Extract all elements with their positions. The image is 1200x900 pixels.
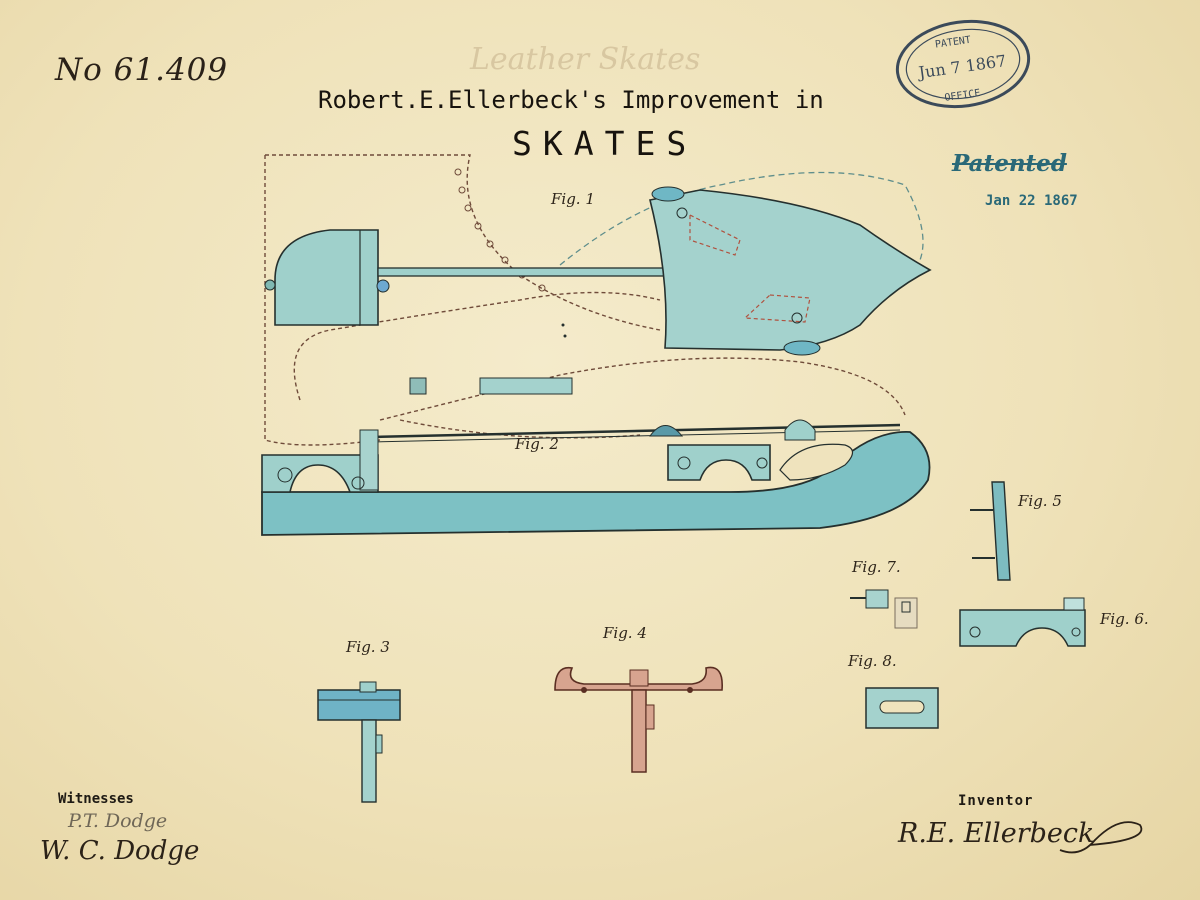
toe-plate-slots xyxy=(689,214,811,323)
toe-lug-top xyxy=(651,186,685,202)
signature-flourish xyxy=(1059,821,1143,854)
toe-stock xyxy=(667,444,771,481)
rod-nut xyxy=(376,279,390,293)
heel-post xyxy=(359,429,379,491)
patented-stamp-label: Patented xyxy=(952,150,1067,177)
toe-screw-1 xyxy=(676,207,688,219)
patent-office-stamp: PATENT Jun 7 1867 OFFICE xyxy=(895,19,1031,109)
loose-part-bar xyxy=(479,377,573,395)
subject-pencil-note: Leather Skates xyxy=(470,42,701,77)
fig1-label: Fig. 1 xyxy=(551,190,595,208)
heel-screw-2 xyxy=(351,476,365,490)
heel-screw-1 xyxy=(277,467,293,483)
fig4-clamp xyxy=(554,666,723,691)
fig4-label: Fig. 4 xyxy=(603,624,647,642)
fig3-label: Fig. 3 xyxy=(346,638,390,656)
fig6-label: Fig. 6. xyxy=(1100,610,1149,628)
loose-part-block xyxy=(409,377,427,395)
toe-lug-bottom xyxy=(783,340,821,356)
witness-signature-2: W. C. Dodge xyxy=(40,836,200,866)
patented-stamp-date: Jan 22 1867 xyxy=(985,193,1078,209)
fig8-slot xyxy=(879,700,925,714)
inventor-signature: R.E. Ellerbeck xyxy=(898,818,1095,849)
inventor-label: Inventor xyxy=(958,793,1034,809)
blade-heel-hole xyxy=(779,443,854,481)
stamp-top-text: PATENT xyxy=(934,35,971,51)
fig5-label: Fig. 5 xyxy=(1018,492,1062,510)
fig3-blade xyxy=(361,719,377,803)
toe-dashed-line xyxy=(559,171,924,271)
fig5-part xyxy=(991,481,1011,581)
toe-screw-4 xyxy=(756,457,768,469)
witness-signature-1: P.T. Dodge xyxy=(68,810,168,832)
fig6-stock xyxy=(959,609,1086,647)
stamp-date-text: Jun 7 1867 xyxy=(915,51,1007,82)
toe-plate xyxy=(649,189,932,351)
connecting-rod xyxy=(377,267,671,277)
patent-title: Robert.E.Ellerbeck's Improvement in xyxy=(318,86,824,114)
witnesses-label: Witnesses xyxy=(58,791,134,807)
fig3-clamp xyxy=(317,689,401,721)
patent-number: No 61.409 xyxy=(55,52,229,88)
fig7-label: Fig. 7. xyxy=(852,558,901,576)
heel-stud xyxy=(264,279,276,291)
fig8-label: Fig. 8. xyxy=(848,652,897,670)
fig8-plate xyxy=(865,687,939,729)
toe-screw-3 xyxy=(677,456,691,470)
stamp-bottom-text: OFFICE xyxy=(944,88,981,104)
skate-blade xyxy=(261,431,931,536)
heel-stock xyxy=(261,454,379,493)
toe-clip-front xyxy=(649,425,684,437)
fig7-part-b xyxy=(894,597,918,629)
fig7-part-a xyxy=(865,589,889,609)
blade-top-rail xyxy=(369,423,901,439)
fig4-blade xyxy=(631,689,647,773)
toe-clip-rear xyxy=(784,419,816,441)
invention-name: SKATES xyxy=(512,124,698,163)
toe-screw-2 xyxy=(791,312,803,324)
heel-plate xyxy=(274,229,379,326)
fig2-label: Fig. 2 xyxy=(515,435,559,453)
